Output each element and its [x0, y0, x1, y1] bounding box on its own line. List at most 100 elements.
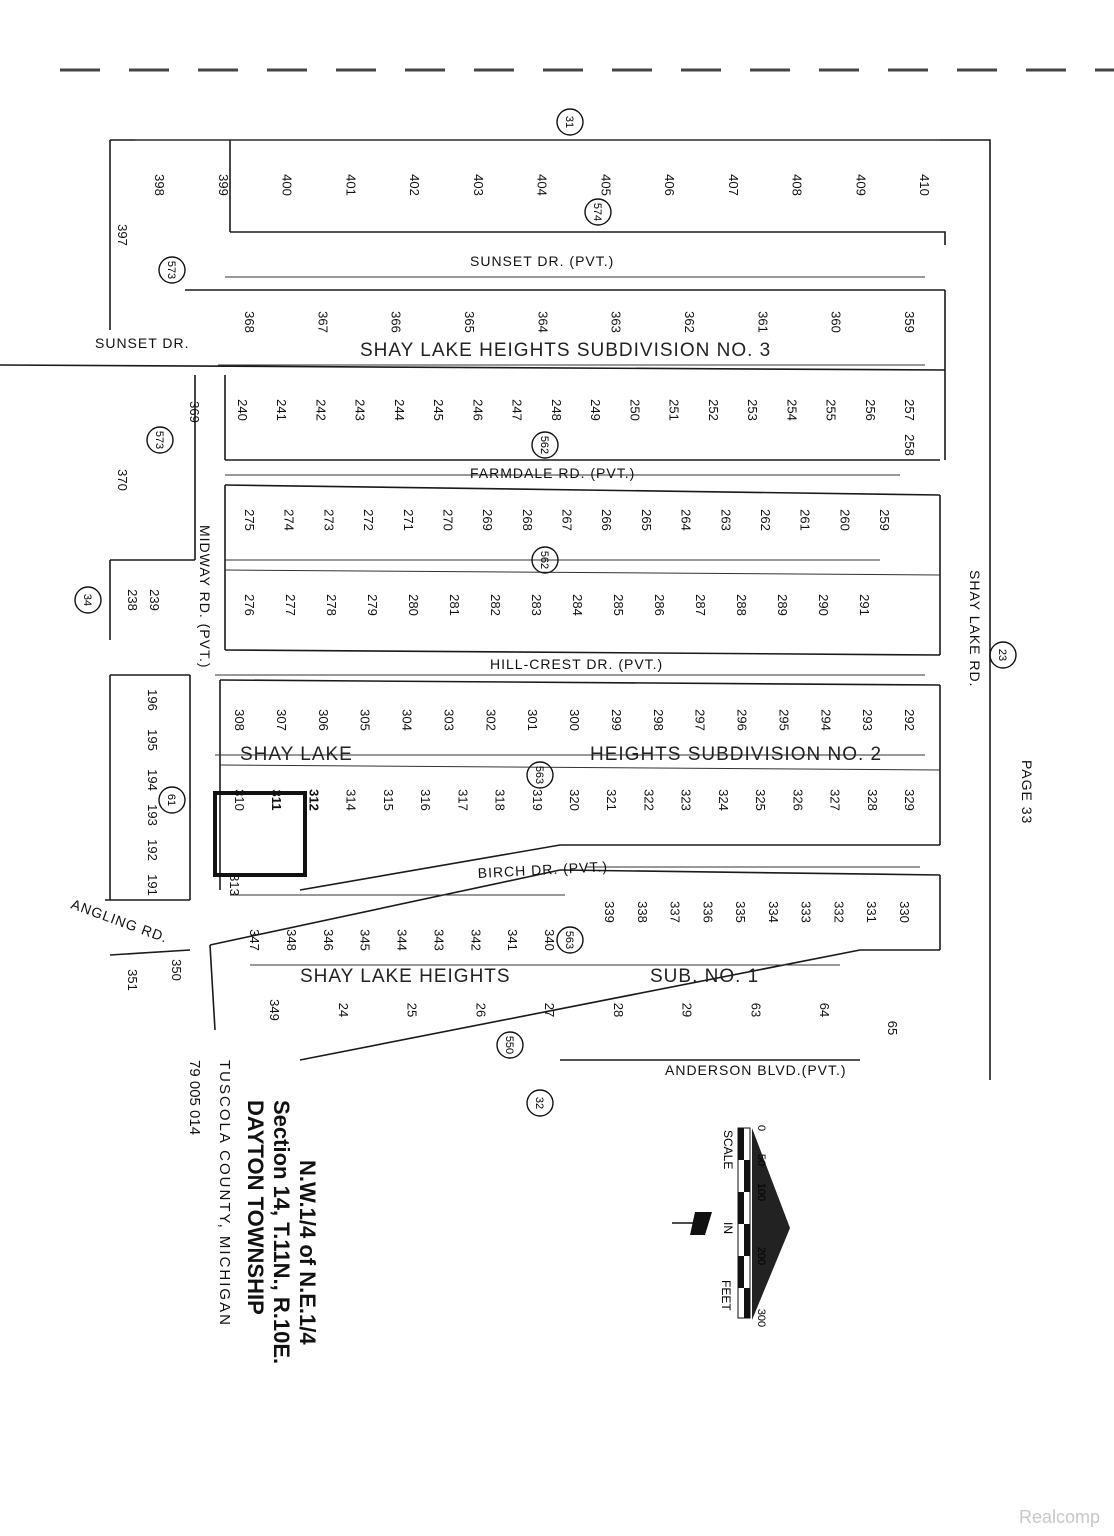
- lot-number: 305: [358, 709, 373, 731]
- lot-number: 288: [734, 594, 749, 616]
- lot-number: 269: [480, 509, 495, 531]
- lot-number: 292: [902, 709, 917, 731]
- scale-unit: FEET: [719, 1280, 733, 1311]
- lot-number: 333: [799, 901, 814, 923]
- lot-number: 368: [242, 311, 257, 333]
- lot-number: 408: [790, 174, 805, 196]
- highlighted-parcel: [213, 791, 307, 877]
- road-label-farmdale: FARMDALE RD. (PVT.): [470, 465, 635, 481]
- lot-number: 193: [145, 804, 160, 826]
- circled-number: 34: [81, 594, 93, 606]
- lot-number: 313: [227, 874, 242, 896]
- lot-number: 327: [828, 789, 843, 811]
- circled-number: 563: [563, 931, 575, 949]
- lot-number: 320: [567, 789, 582, 811]
- lot-number: 324: [716, 789, 731, 811]
- lot-number: 322: [641, 789, 656, 811]
- lot-number: 341: [505, 929, 520, 951]
- lot-number: 310: [232, 789, 247, 811]
- lot-number: 349: [267, 999, 282, 1021]
- lot-number: 303: [441, 709, 456, 731]
- lot-number: 365: [462, 311, 477, 333]
- lot-number: 351: [125, 969, 140, 991]
- lot-number: 401: [343, 174, 358, 196]
- lot-number: 241: [274, 399, 289, 421]
- lot-number: 63: [748, 1003, 763, 1017]
- lot-number: 299: [609, 709, 624, 731]
- road-label-midway: MIDWAY RD. (PVT.): [197, 525, 213, 669]
- lot-number: 251: [667, 399, 682, 421]
- lot-number: 298: [651, 709, 666, 731]
- lot-number: 336: [700, 901, 715, 923]
- lot-number: 307: [274, 709, 289, 731]
- lot-number: 328: [865, 789, 880, 811]
- circled-number: 550: [503, 1036, 515, 1054]
- circled-number: 573: [153, 431, 165, 449]
- title-line-3: DAYTON TOWNSHIP: [243, 1100, 268, 1315]
- lot-number: 369: [187, 401, 202, 423]
- parcel-lines: [0, 139, 991, 1080]
- lot-number: 242: [313, 399, 328, 421]
- lot-number: 348: [284, 929, 299, 951]
- lot-number: 255: [824, 399, 839, 421]
- lot-number: 280: [406, 594, 421, 616]
- circled-number: 563: [533, 766, 545, 784]
- lot-number: 260: [837, 509, 852, 531]
- lot-number: 266: [599, 509, 614, 531]
- lot-number: 360: [829, 311, 844, 333]
- lot-number: 337: [668, 901, 683, 923]
- lot-number: 250: [627, 399, 642, 421]
- lot-number: 367: [315, 311, 330, 333]
- lot-number: 293: [860, 709, 875, 731]
- lot-number: 283: [529, 594, 544, 616]
- lot-number: 405: [598, 174, 613, 196]
- lot-number: 397: [115, 224, 130, 246]
- lot-number: 347: [247, 929, 262, 951]
- lot-number: 326: [790, 789, 805, 811]
- scale-tick-label: 200: [755, 1247, 767, 1265]
- lot-number: 338: [635, 901, 650, 923]
- lot-number: 318: [493, 789, 508, 811]
- scale-tick-label: 0: [755, 1125, 767, 1131]
- lot-number: 311: [269, 790, 284, 811]
- lot-number: 245: [431, 399, 446, 421]
- lot-number: 252: [706, 399, 721, 421]
- lot-number: 24: [336, 1003, 351, 1017]
- lot-number: 316: [418, 789, 433, 811]
- lot-number: 64: [817, 1003, 832, 1017]
- lot-number: 366: [389, 311, 404, 333]
- subdivision-label-no1a: SHAY LAKE HEIGHTS: [300, 966, 511, 987]
- road-label-angling: ANGLING RD.: [69, 896, 170, 946]
- lot-number: 409: [853, 174, 868, 196]
- lot-number: 195: [145, 729, 160, 751]
- lot-number: 330: [897, 901, 912, 923]
- lot-number: 65: [885, 1021, 900, 1035]
- lot-number: 274: [282, 509, 297, 531]
- lot-number: 296: [735, 709, 750, 731]
- scale-in: IN: [721, 1222, 735, 1234]
- lot-number: 263: [718, 509, 733, 531]
- lot-number: 308: [232, 709, 247, 731]
- page-label: PAGE 33: [1019, 760, 1035, 824]
- lot-number: 344: [395, 929, 410, 951]
- road-label-sunset: SUNSET DR.: [95, 335, 190, 351]
- lot-number: 239: [147, 589, 162, 611]
- circled-number: 32: [533, 1097, 545, 1109]
- lot-number: 370: [115, 469, 130, 491]
- lot-number: 256: [863, 399, 878, 421]
- north-arrow-icon: [690, 1212, 712, 1235]
- lot-number: 285: [611, 594, 626, 616]
- lot-number: 290: [816, 594, 831, 616]
- lot-number: 29: [680, 1003, 695, 1017]
- lot-number: 191: [145, 874, 160, 896]
- lot-number: 407: [726, 174, 741, 196]
- title-block: N.W.1/4 of N.E.1/4 Section 14, T.11N., R…: [186, 1060, 320, 1364]
- subdivision-label-no2a: SHAY LAKE: [240, 744, 353, 765]
- road-label-anderson: ANDERSON BLVD.(PVT.): [665, 1062, 847, 1078]
- lot-number: 364: [535, 311, 550, 333]
- subdivision-label-no1b: SUB. NO. 1: [650, 966, 759, 987]
- lot-number: 194: [145, 769, 160, 791]
- lot-number: 362: [682, 311, 697, 333]
- lot-number: 329: [902, 789, 917, 811]
